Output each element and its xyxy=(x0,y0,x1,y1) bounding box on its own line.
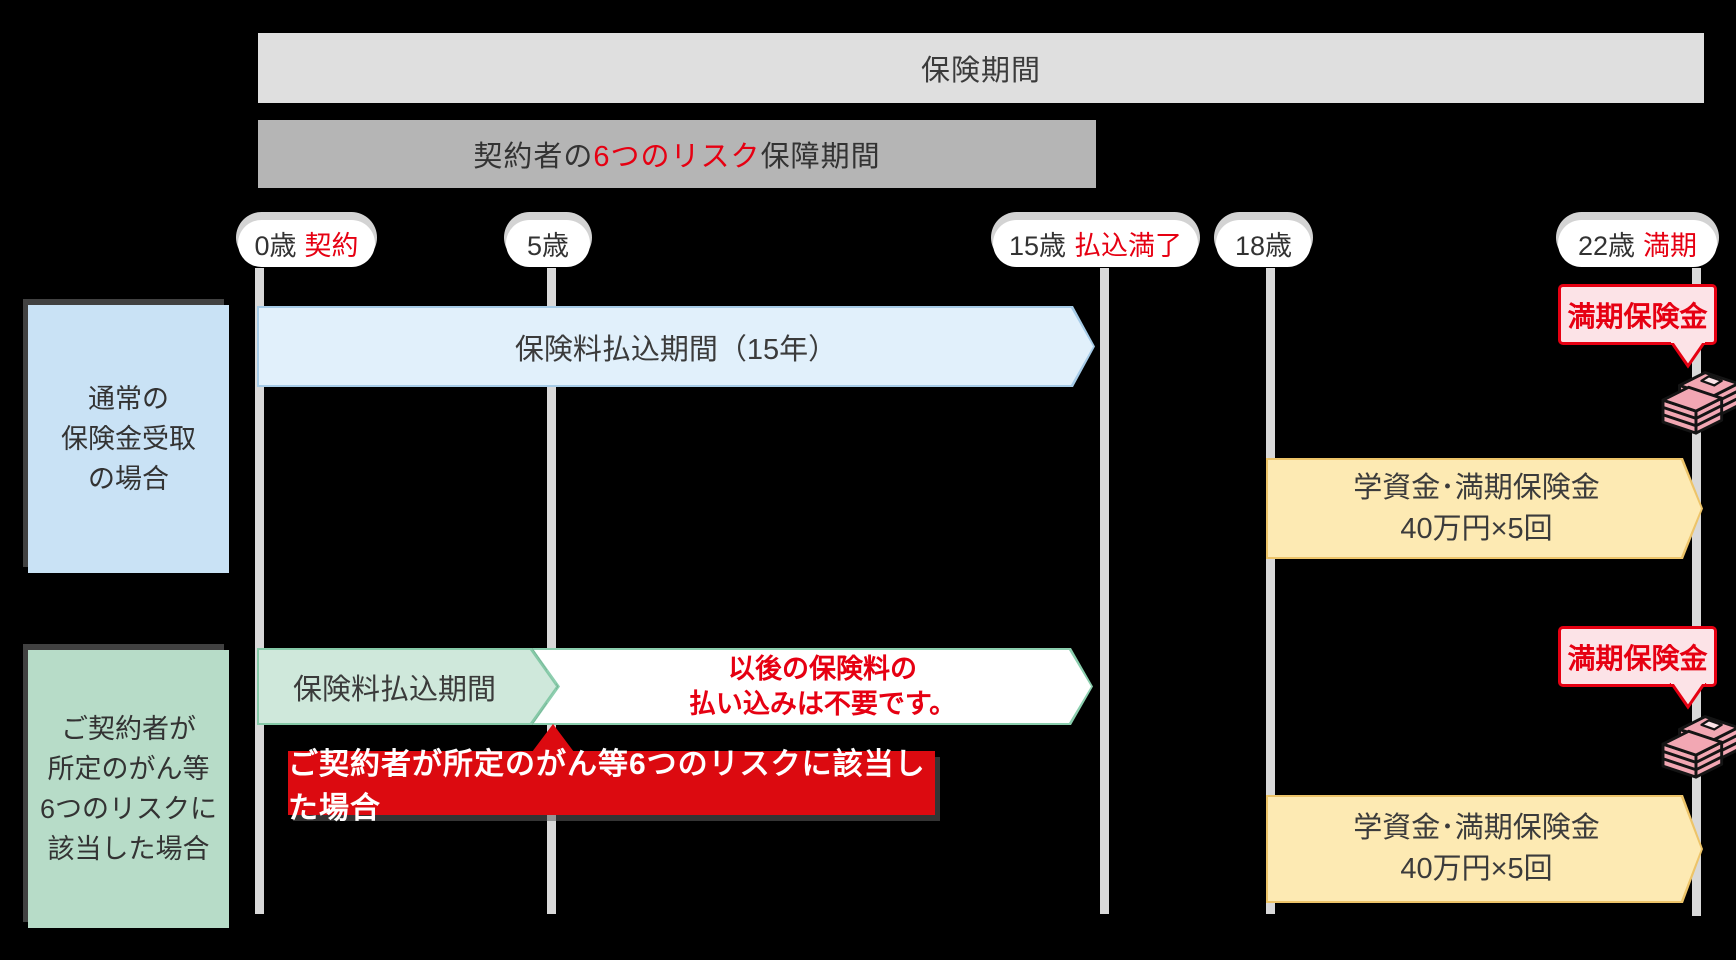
age-pill-22-age: 22歳 xyxy=(1577,231,1636,261)
premium-payment-period-label: 保険料払込期間（15年） xyxy=(514,333,838,366)
age-pill-0: 0歳 契約 xyxy=(238,220,375,267)
arrow-fill xyxy=(259,650,556,723)
benefit-label-line2: 40万円×5回 xyxy=(1400,512,1553,545)
age-pill-22: 22歳 満期 xyxy=(1558,220,1717,267)
risk-coverage-period-bar: 契約者の6つのリスク保障期間 xyxy=(258,120,1096,188)
age-pill-0-age: 0歳 xyxy=(254,231,297,261)
arrow-fill xyxy=(1268,797,1701,901)
age-pill-15-note: 払込満了 xyxy=(1074,231,1183,261)
money-stack-icon xyxy=(1661,715,1736,779)
money-stack-icon xyxy=(1661,371,1736,435)
age-pill-0-note: 契約 xyxy=(304,231,359,261)
age-pill-5: 5歳 xyxy=(506,220,590,267)
premium-payment-period-arrow-risk: 保険料払込期間 xyxy=(257,648,558,725)
risk-period-prefix: 契約者の xyxy=(473,141,594,173)
benefit-arrow-risk: 学資金･満期保険金 40万円×5回 xyxy=(1266,795,1703,903)
timeline-line-age18 xyxy=(1266,268,1275,914)
benefit-label-line1: 学資金･満期保険金 xyxy=(1353,471,1600,504)
age-pill-15-age: 15歳 xyxy=(1008,231,1067,261)
age-pill-18-age: 18歳 xyxy=(1234,231,1293,261)
age-pill-5-age: 5歳 xyxy=(526,231,570,261)
timeline-line-age0 xyxy=(255,268,264,914)
premium-payment-period-risk-label: 保険料払込期間 xyxy=(292,673,496,706)
timeline-line-age22 xyxy=(1692,268,1701,916)
maturity-benefit-label: 満期保険金 xyxy=(1567,300,1708,332)
normal-case-box: 通常の 保険金受取 の場合 xyxy=(28,305,229,573)
premium-payment-period-arrow: 保険料払込期間（15年） xyxy=(257,306,1095,387)
risk-coverage-period-label: 契約者の6つのリスク保障期間 xyxy=(473,133,880,175)
risk-period-suffix: 保障期間 xyxy=(760,141,881,173)
risk-case-line4: 該当した場合 xyxy=(47,834,210,864)
maturity-benefit-label: 満期保険金 xyxy=(1567,642,1708,674)
arrow-fill xyxy=(1268,460,1701,557)
maturity-benefit-bubble-normal: 満期保険金 xyxy=(1558,284,1717,345)
bubble-tail xyxy=(1669,342,1707,369)
risk-case-line1: ご契約者が xyxy=(61,714,196,744)
insurance-period-bar: 保険期間 xyxy=(258,33,1704,103)
risk-event-banner: ご契約者が所定のがん等6つのリスクに該当した場合 xyxy=(288,748,935,825)
normal-case-line2: 保険金受取 xyxy=(61,424,196,454)
insurance-period-label: 保険期間 xyxy=(920,55,1041,87)
arrow-fill xyxy=(259,308,1093,385)
timeline-line-age5 xyxy=(547,268,556,914)
age-pill-18: 18歳 xyxy=(1216,220,1311,267)
risk-case-line3: 6つのリスクに xyxy=(39,794,218,824)
risk-case-line2: 所定のがん等 xyxy=(47,754,210,784)
event-banner-pointer xyxy=(532,724,574,752)
benefit-label-line2: 40万円×5回 xyxy=(1400,853,1553,885)
risk-case-box: ご契約者が 所定のがん等 6つのリスクに 該当した場合 xyxy=(28,650,229,928)
benefit-label-line1: 学資金･満期保険金 xyxy=(1353,812,1600,844)
no-further-premium-arrow: 以後の保険料の 払い込みは不要です。 xyxy=(532,648,1093,725)
normal-case-line3: の場合 xyxy=(88,464,169,494)
maturity-benefit-bubble-risk: 満期保険金 xyxy=(1558,626,1717,687)
risk-period-highlight: 6つのリスク xyxy=(593,141,761,173)
no-premium-line1: 以後の保険料の xyxy=(728,653,917,684)
timeline-line-age15 xyxy=(1100,268,1109,914)
bubble-tail xyxy=(1669,683,1707,710)
risk-event-banner-label: ご契約者が所定のがん等6つのリスクに該当した場合 xyxy=(288,748,926,825)
no-premium-line2: 払い込みは不要です。 xyxy=(688,688,957,719)
age-pill-22-note: 満期 xyxy=(1643,231,1698,261)
benefit-arrow-normal: 学資金･満期保険金 40万円×5回 xyxy=(1266,458,1703,559)
age-pill-15: 15歳 払込満了 xyxy=(993,220,1198,267)
arrow-fill xyxy=(534,650,1091,723)
normal-case-line1: 通常の xyxy=(88,384,169,414)
